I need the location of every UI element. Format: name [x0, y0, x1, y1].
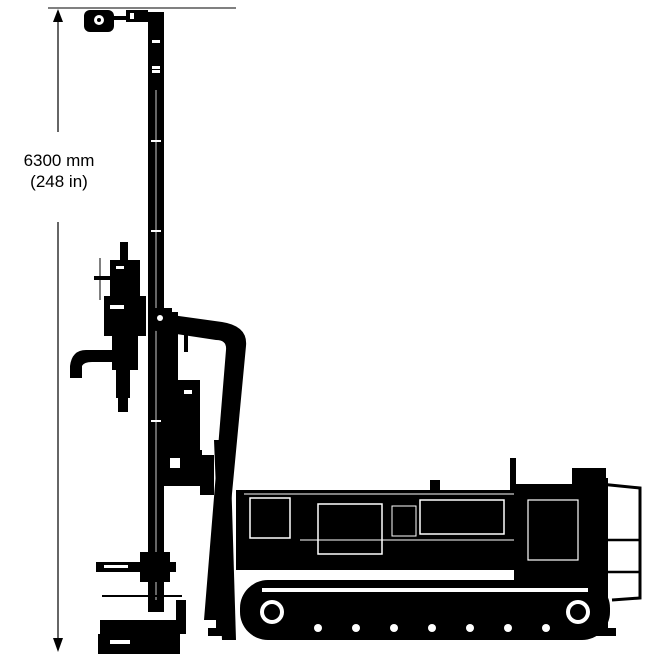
cabin-railing — [599, 482, 642, 602]
height-dimension — [48, 7, 236, 652]
engine-housing — [236, 490, 520, 570]
dimension-metric: 6300 mm — [23, 151, 95, 170]
crown-sheave — [84, 10, 164, 32]
boom-arm — [150, 308, 247, 640]
mast-foot — [96, 552, 186, 654]
gooseneck-pipe — [70, 350, 112, 378]
dimension-arrowhead-top — [53, 9, 63, 22]
rotary-head — [70, 242, 146, 412]
feed-cylinder — [164, 312, 202, 486]
dimension-label: 6300 mm (248 in) — [4, 150, 114, 192]
crawler-track — [240, 580, 610, 640]
dimension-arrowhead-bottom — [53, 638, 63, 652]
dimension-imperial: (248 in) — [30, 172, 88, 191]
